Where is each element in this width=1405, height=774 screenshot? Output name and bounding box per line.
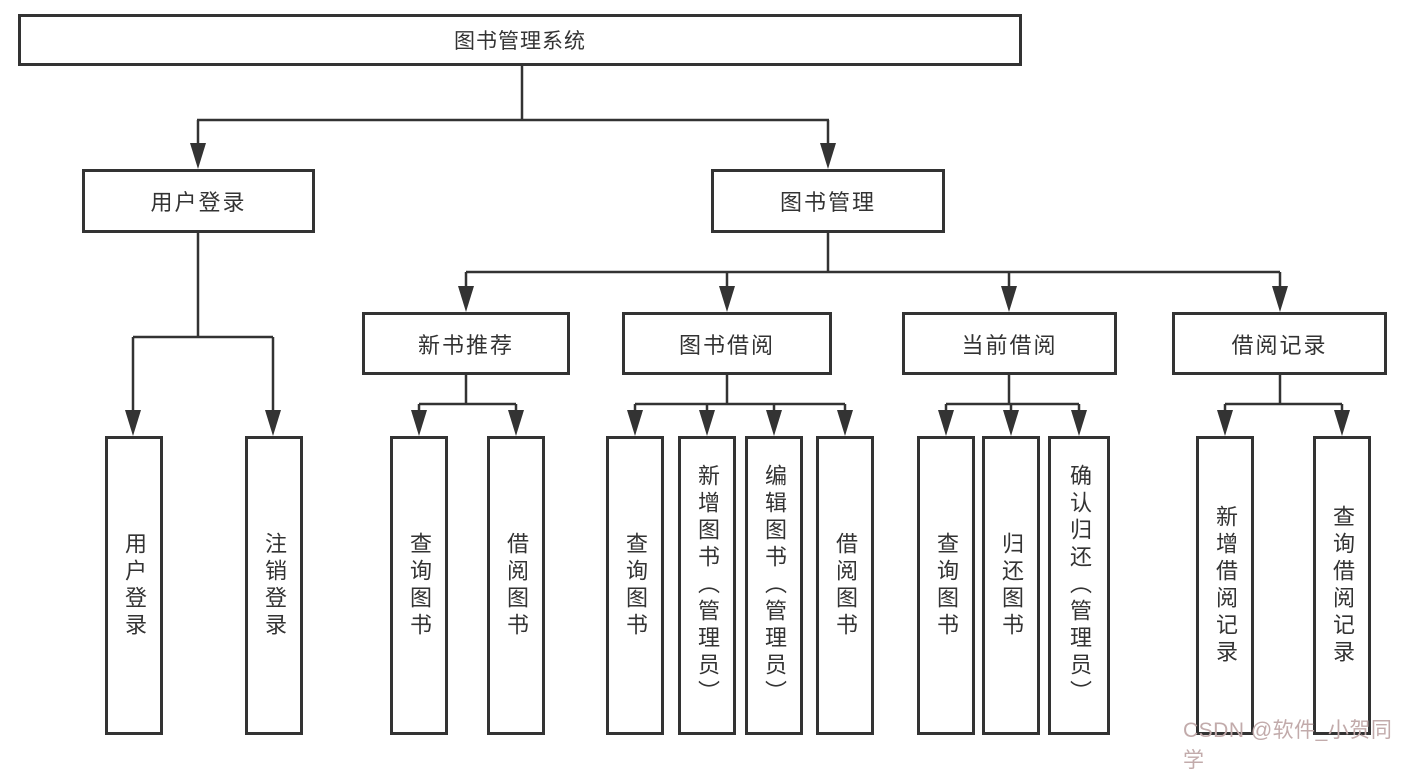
node-root-system: 图书管理系统 [18, 14, 1022, 66]
leaf-label: 借阅图书 [833, 531, 858, 640]
node-user-login: 用户登录 [82, 169, 315, 233]
leaf-return-books: 归还图书 [982, 436, 1040, 735]
node-label: 图书管理 [779, 190, 876, 215]
leaf-label: 查询借阅记录 [1330, 504, 1355, 667]
leaf-label: 新增借阅记录 [1213, 504, 1238, 667]
node-root-label: 图书管理系统 [454, 30, 586, 53]
leaf-label: 注销登录 [262, 531, 287, 640]
leaf-confirm-return-admin: 确认归还（管理员） [1048, 436, 1110, 735]
leaf-label: 新增图书（管理员） [695, 464, 720, 707]
node-new-book-recommend: 新书推荐 [362, 312, 570, 375]
node-current-borrow: 当前借阅 [902, 312, 1117, 375]
leaf-label: 确认归还（管理员） [1067, 464, 1092, 707]
leaf-query-borrow-record: 查询借阅记录 [1313, 436, 1371, 735]
node-label: 新书推荐 [417, 332, 514, 358]
leaf-label: 查询图书 [407, 531, 432, 640]
leaf-borrow-books: 借阅图书 [487, 436, 545, 735]
node-label: 用户登录 [150, 190, 247, 215]
node-label: 借阅记录 [1231, 332, 1328, 358]
leaf-user-login: 用户登录 [105, 436, 163, 735]
connector-lines [125, 66, 1350, 436]
leaf-logout: 注销登录 [245, 436, 303, 735]
leaf-label: 用户登录 [122, 531, 147, 640]
leaf-label: 编辑图书（管理员） [762, 464, 787, 707]
leaf-query-books: 查询图书 [917, 436, 975, 735]
leaf-label: 借阅图书 [504, 531, 529, 640]
leaf-label: 查询图书 [623, 531, 648, 640]
arrowhead-icons [125, 143, 1350, 436]
leaf-add-books-admin: 新增图书（管理员） [678, 436, 736, 735]
diagram-canvas: { "diagram": { "title": "图书管理系统功能结构图", "… [18, 14, 1392, 772]
leaf-label: 查询图书 [934, 531, 959, 640]
watermark: CSDN @软件_小贺同学 [1183, 719, 1393, 772]
leaf-label: 归还图书 [999, 531, 1024, 640]
node-book-management: 图书管理 [711, 169, 945, 233]
leaf-edit-books-admin: 编辑图书（管理员） [745, 436, 803, 735]
node-borrow-record: 借阅记录 [1172, 312, 1387, 375]
node-label: 图书借阅 [678, 332, 775, 358]
node-label: 当前借阅 [961, 332, 1058, 358]
leaf-borrow-books: 借阅图书 [816, 436, 874, 735]
leaf-add-borrow-record: 新增借阅记录 [1196, 436, 1254, 735]
leaf-query-books: 查询图书 [606, 436, 664, 735]
leaf-query-books: 查询图书 [390, 436, 448, 735]
node-book-borrow: 图书借阅 [622, 312, 832, 375]
